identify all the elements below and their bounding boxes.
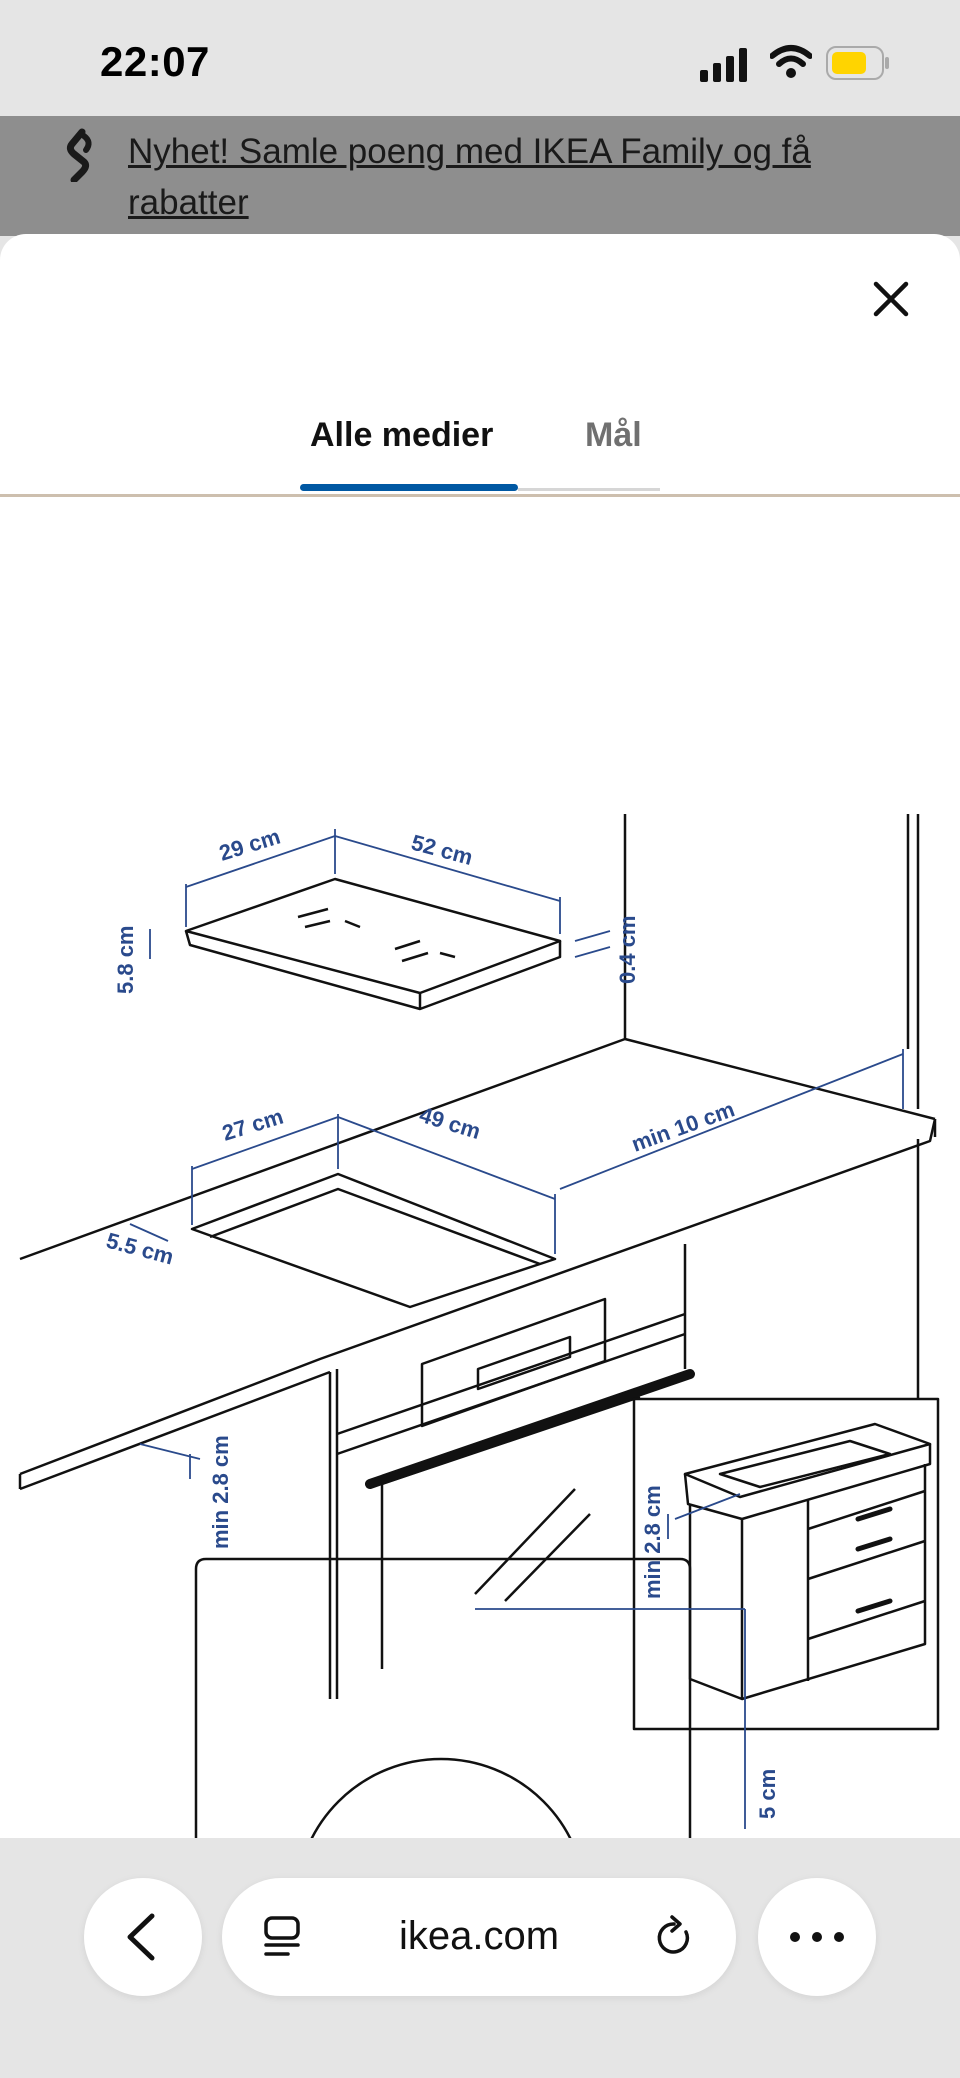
url-text: ikea.com <box>398 1914 560 1958</box>
dim-partial: 5 cm <box>755 1769 780 1819</box>
dim-cutout-width: 49 cm <box>417 1102 484 1144</box>
browser-toolbar: ikea.com <box>0 1838 960 2078</box>
hob-dimension-drawing: 29 cm 52 cm 5.8 cm 0.4 cm 27 cm 49 cm mi… <box>18 814 940 1844</box>
tab-divider <box>0 494 960 497</box>
dim-hob-height: 5.8 cm <box>113 926 138 995</box>
status-bar: 22:07 <box>0 0 960 116</box>
dim-hob-width: 52 cm <box>409 830 476 870</box>
back-icon <box>127 1913 155 1961</box>
more-icon <box>790 1932 844 1942</box>
wifi-icon <box>770 45 812 78</box>
back-button[interactable] <box>84 1878 202 1996</box>
tab-track <box>518 488 660 491</box>
status-time: 22:07 <box>100 38 210 85</box>
promo-banner <box>0 116 960 236</box>
promo-link[interactable]: Nyhet! Samle poeng med IKEA Family og få… <box>128 132 811 222</box>
dim-hob-glass: 0.4 cm <box>615 916 640 985</box>
tab-bar: Alle medier Mål <box>0 410 960 490</box>
active-tab-indicator <box>300 484 518 491</box>
battery-icon <box>826 46 889 80</box>
address-bar[interactable]: ikea.com <box>222 1878 736 1996</box>
reload-icon[interactable] <box>652 1912 698 1960</box>
media-sheet: Alle medier Mål <box>0 234 960 1844</box>
dim-front-edge: 5.5 cm <box>104 1228 177 1270</box>
dim-inset-min-below: min 2.8 cm <box>640 1485 665 1599</box>
reader-icon <box>264 1916 300 1956</box>
dim-min-below: min 2.8 cm <box>208 1435 233 1549</box>
signal-icon <box>700 48 747 82</box>
close-icon[interactable] <box>866 274 916 324</box>
dim-min-side: min 10 cm <box>628 1096 738 1156</box>
ikea-family-icon <box>66 128 92 182</box>
tab-all-media[interactable]: Alle medier <box>310 416 494 454</box>
tab-dimensions[interactable]: Mål <box>585 416 642 454</box>
more-button[interactable] <box>758 1878 876 1996</box>
dim-hob-depth: 29 cm <box>216 824 283 866</box>
